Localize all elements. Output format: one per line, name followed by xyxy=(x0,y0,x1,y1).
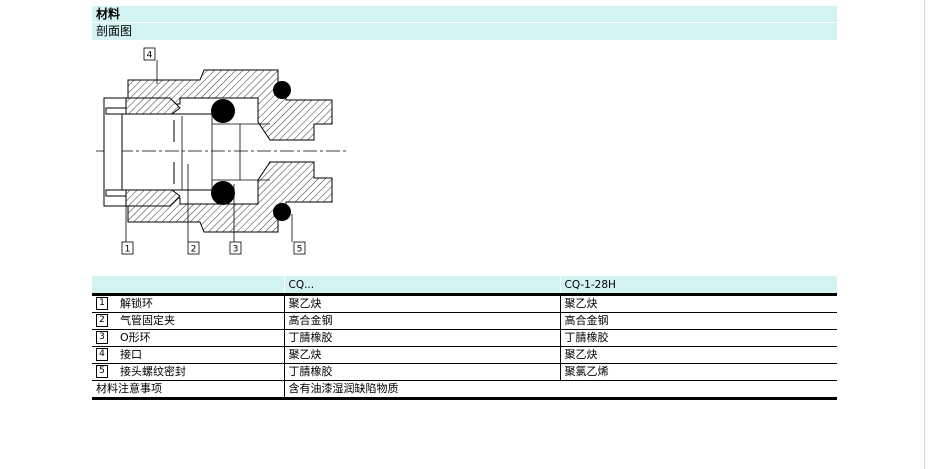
materials-table: CQ... CQ-1-28H 1 解锁环 聚乙炔 聚乙炔 2 气管固定夹 高合金钢 … xyxy=(92,276,837,400)
section-title: 材料 xyxy=(92,6,837,23)
row-number-badge: 4 xyxy=(96,347,108,361)
svg-text:5: 5 xyxy=(297,245,303,255)
cross-section-drawing: 4 1 2 3 5 xyxy=(96,47,347,255)
row-number-badge: 1 xyxy=(96,296,108,310)
part-name: O形环 xyxy=(120,331,151,344)
callout-1: 1 xyxy=(121,241,134,255)
svg-text:2: 2 xyxy=(191,245,197,255)
table-row: 2 气管固定夹 高合金钢 高合金钢 xyxy=(92,312,837,330)
material-cq-1-28h: 高合金钢 xyxy=(559,312,837,330)
collet-lower xyxy=(125,189,181,207)
section-title-text: 材料 xyxy=(96,7,121,21)
table-header-row: CQ... CQ-1-28H xyxy=(92,276,837,293)
section-subtitle-text: 剖面图 xyxy=(96,24,133,38)
note-label: 材料注意事项 xyxy=(96,382,162,395)
callout-2: 2 xyxy=(187,241,200,255)
o-ring-upper xyxy=(211,99,235,123)
material-cq-1-28h: 聚乙炔 xyxy=(559,296,837,313)
row-number-badge: 3 xyxy=(96,330,108,344)
callout-3: 3 xyxy=(229,241,242,255)
callout-5: 5 xyxy=(293,241,306,255)
material-cq-1-28h: 聚氯乙烯 xyxy=(559,363,837,381)
note-value: 含有油漆湿润缺陷物质 xyxy=(283,380,837,397)
svg-text:1: 1 xyxy=(125,245,131,255)
material-cq: 高合金钢 xyxy=(283,312,560,330)
callout-4: 4 xyxy=(143,47,156,61)
part-name: 接头螺纹密封 xyxy=(120,365,186,378)
section-subtitle: 剖面图 xyxy=(92,23,837,40)
material-cq-1-28h: 聚乙炔 xyxy=(559,346,837,364)
material-cq: 聚乙炔 xyxy=(283,346,560,364)
svg-text:4: 4 xyxy=(147,51,153,61)
material-cq: 丁腈橡胶 xyxy=(283,363,560,381)
material-cq-1-28h: 丁腈橡胶 xyxy=(559,329,837,347)
part-name: 气管固定夹 xyxy=(120,314,175,327)
header-cq-1-28h: CQ-1-28H xyxy=(559,276,837,293)
part-name: 接口 xyxy=(120,348,142,361)
table-row: 1 解锁环 聚乙炔 聚乙炔 xyxy=(92,296,837,313)
row-number-badge: 5 xyxy=(96,364,108,378)
thread-seal-upper xyxy=(273,81,291,99)
header-blank xyxy=(92,276,284,293)
table-row: 5 接头螺纹密封 丁腈橡胶 聚氯乙烯 xyxy=(92,363,837,381)
thread-seal-lower xyxy=(273,203,291,221)
o-ring-lower xyxy=(211,181,235,205)
material-cq: 丁腈橡胶 xyxy=(283,329,560,347)
table-row: 3 O形环 丁腈橡胶 丁腈橡胶 xyxy=(92,329,837,347)
collet-upper xyxy=(125,97,181,115)
table-note-row: 材料注意事项 含有油漆湿润缺陷物质 xyxy=(92,380,837,397)
header-cq: CQ... xyxy=(283,276,560,293)
row-number-badge: 2 xyxy=(96,313,108,327)
page-edge-rule xyxy=(924,0,925,469)
table-row: 4 接口 聚乙炔 聚乙炔 xyxy=(92,346,837,364)
svg-text:3: 3 xyxy=(233,245,239,255)
part-name: 解锁环 xyxy=(120,297,153,310)
material-cq: 聚乙炔 xyxy=(283,296,560,313)
